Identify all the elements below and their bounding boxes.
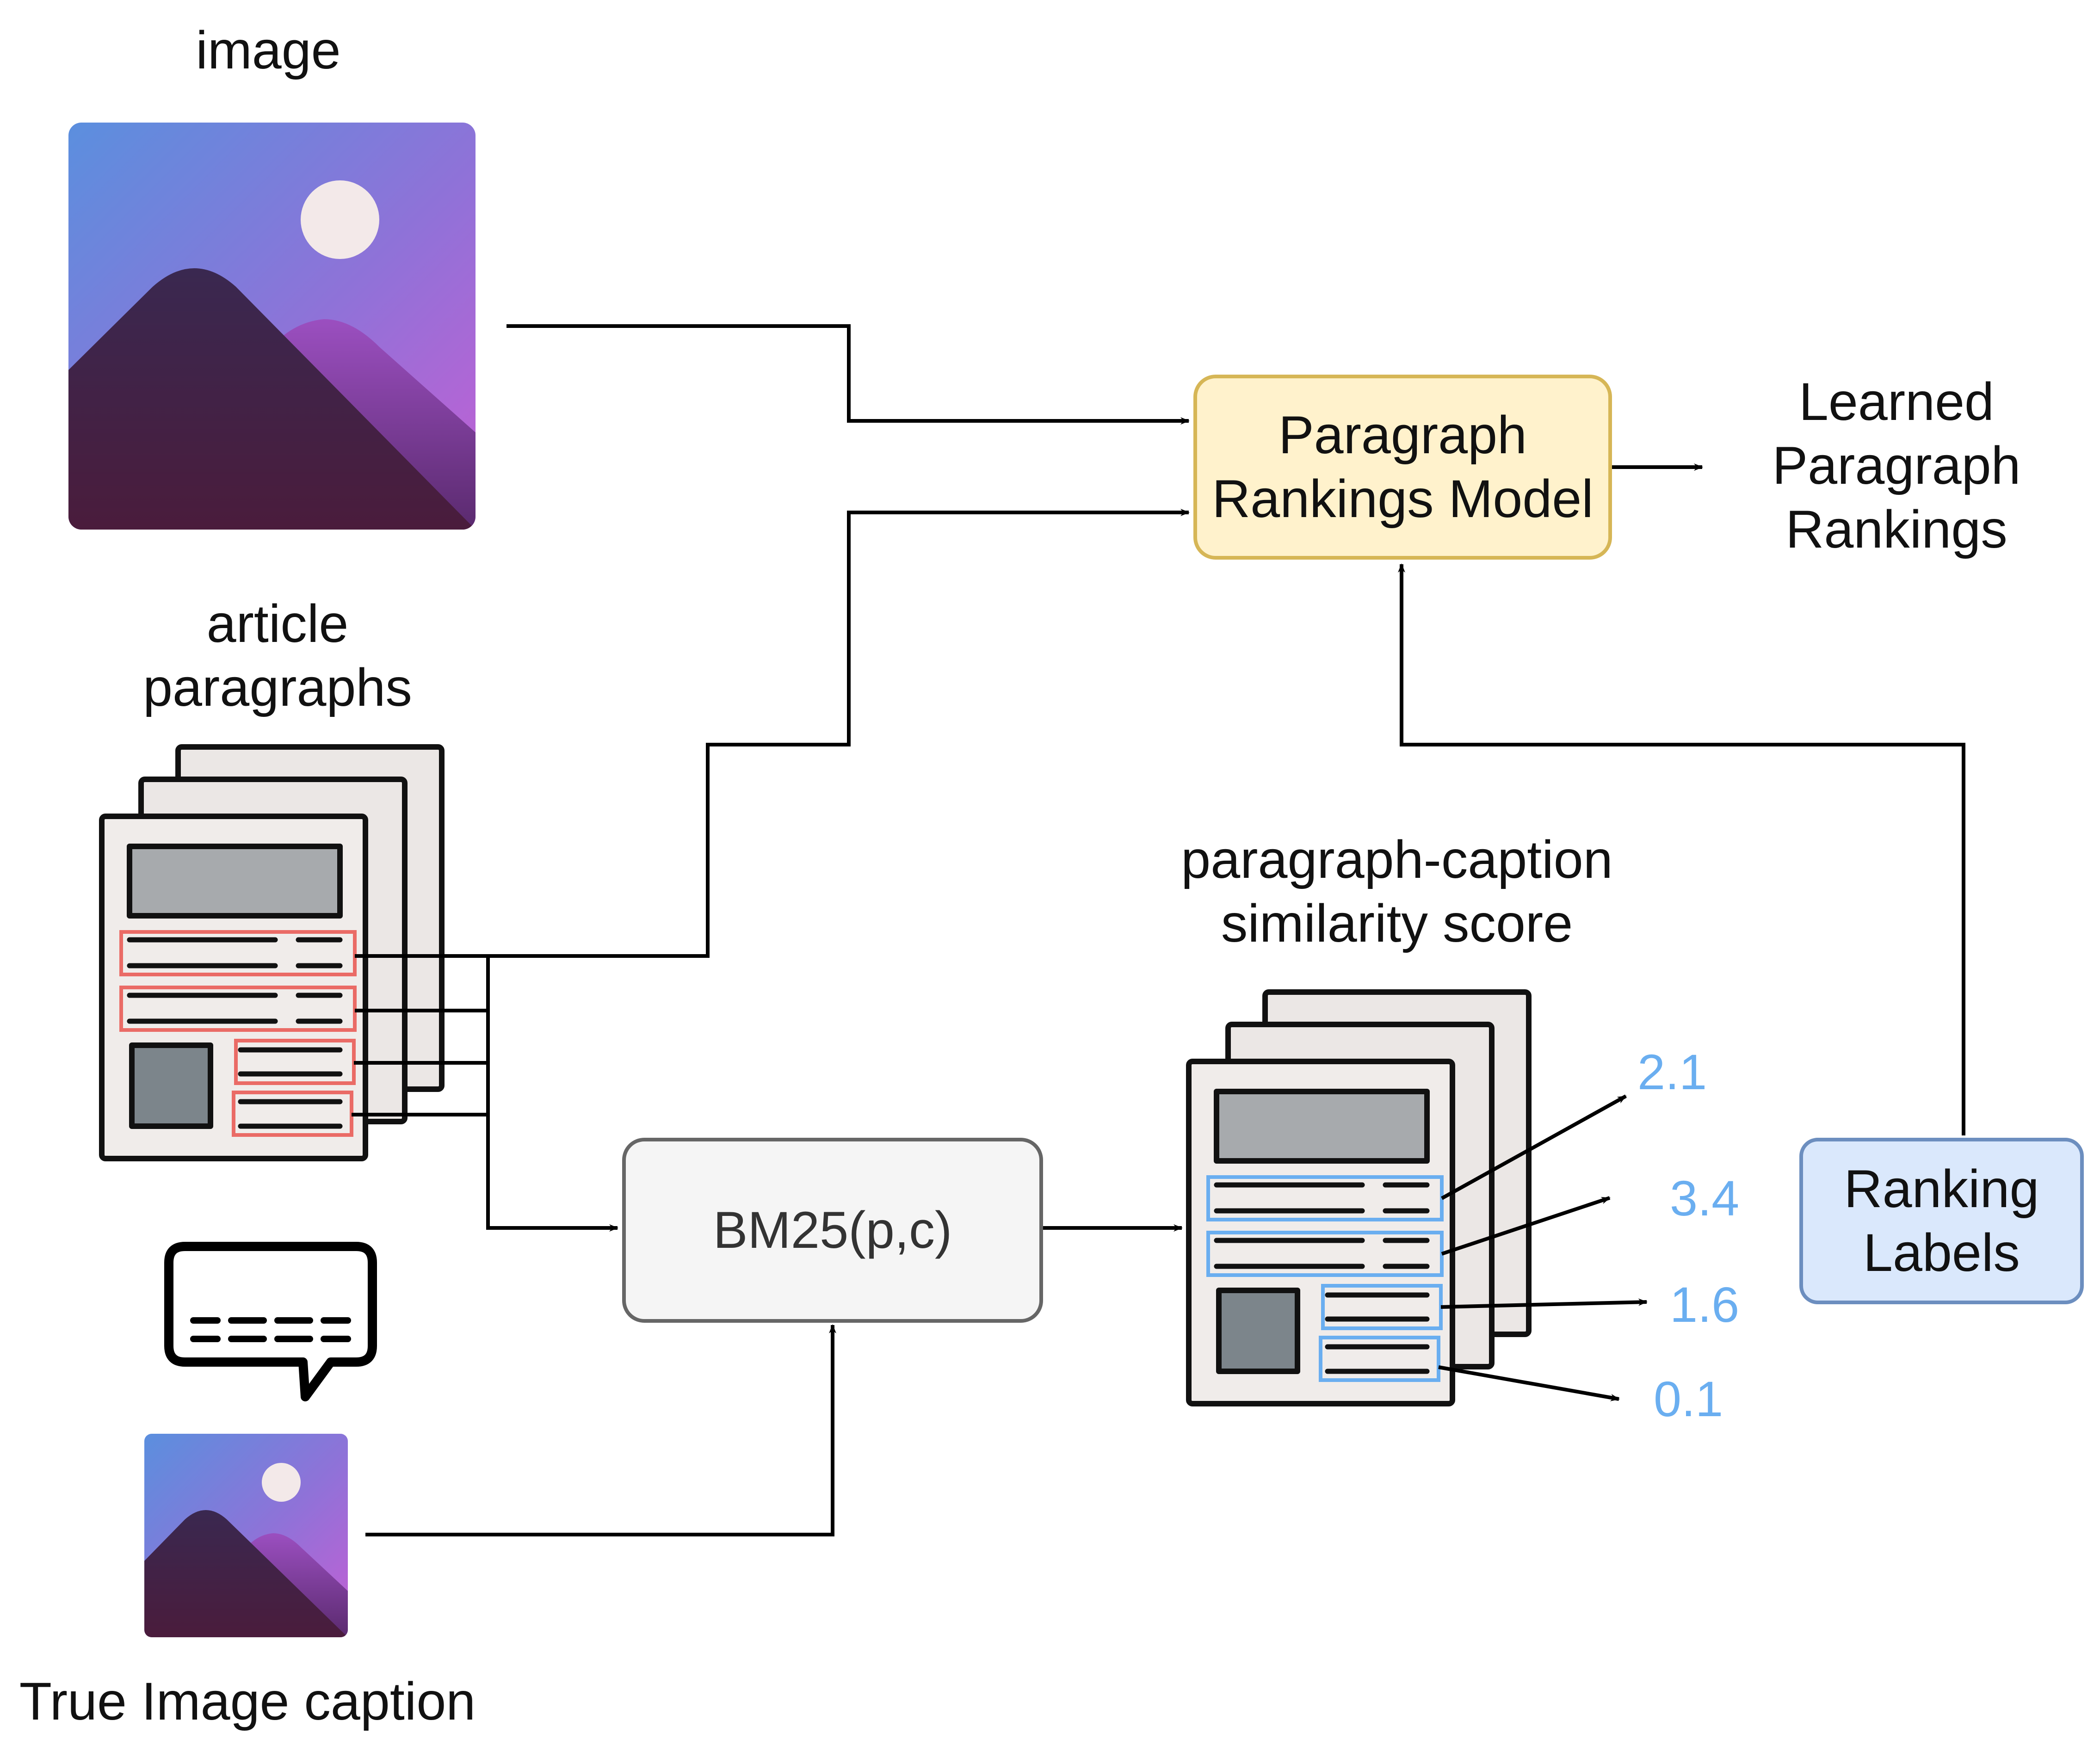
score-value: 3.4	[1670, 1170, 1740, 1226]
true-caption-label: True Image caption	[19, 1672, 476, 1731]
bm25-label: BM25(p,c)	[713, 1201, 952, 1259]
ranking-labels-box: Ranking Labels	[1799, 1138, 2084, 1304]
arrow-score-2-1	[1441, 1094, 1627, 1200]
bm25-box: BM25(p,c)	[622, 1138, 1043, 1323]
image-label: image	[196, 21, 341, 80]
arrow-paragraphs-to-bm25	[486, 956, 618, 1232]
scored-pages-icon	[1186, 989, 1532, 1406]
score-value: 2.1	[1637, 1044, 1707, 1100]
arrow-paragraphs-to-model	[355, 509, 1190, 958]
arrow-score-0-1	[1438, 1365, 1620, 1401]
paragraph-rankings-model-label: Paragraph Rankings Model	[1212, 406, 1594, 529]
paragraph-rankings-model-box: Paragraph Rankings Model	[1193, 375, 1612, 560]
arrow-image-to-model	[506, 324, 1190, 425]
article-paragraphs-label: article paragraphs	[143, 594, 412, 717]
arrow-score-3-4	[1441, 1196, 1611, 1256]
arrow-score-1-6	[1440, 1298, 1648, 1309]
paragraph-highlights-red	[119, 930, 357, 1137]
score-value: 0.1	[1654, 1371, 1723, 1427]
learned-rankings-label: Learned Paragraph Rankings	[1772, 372, 2021, 559]
score-value: 1.6	[1670, 1276, 1740, 1332]
ranking-labels-label: Ranking Labels	[1844, 1159, 2039, 1283]
similarity-score-label: paragraph-caption similarity score	[1181, 830, 1613, 953]
arrow-caption-to-bm25	[365, 1324, 836, 1536]
article-pages-icon	[99, 744, 445, 1161]
speech-bubble-icon	[164, 1242, 377, 1401]
arrow-labels-to-model	[1398, 563, 1965, 1135]
caption-image-icon	[144, 1434, 348, 1637]
image-icon	[68, 123, 476, 530]
